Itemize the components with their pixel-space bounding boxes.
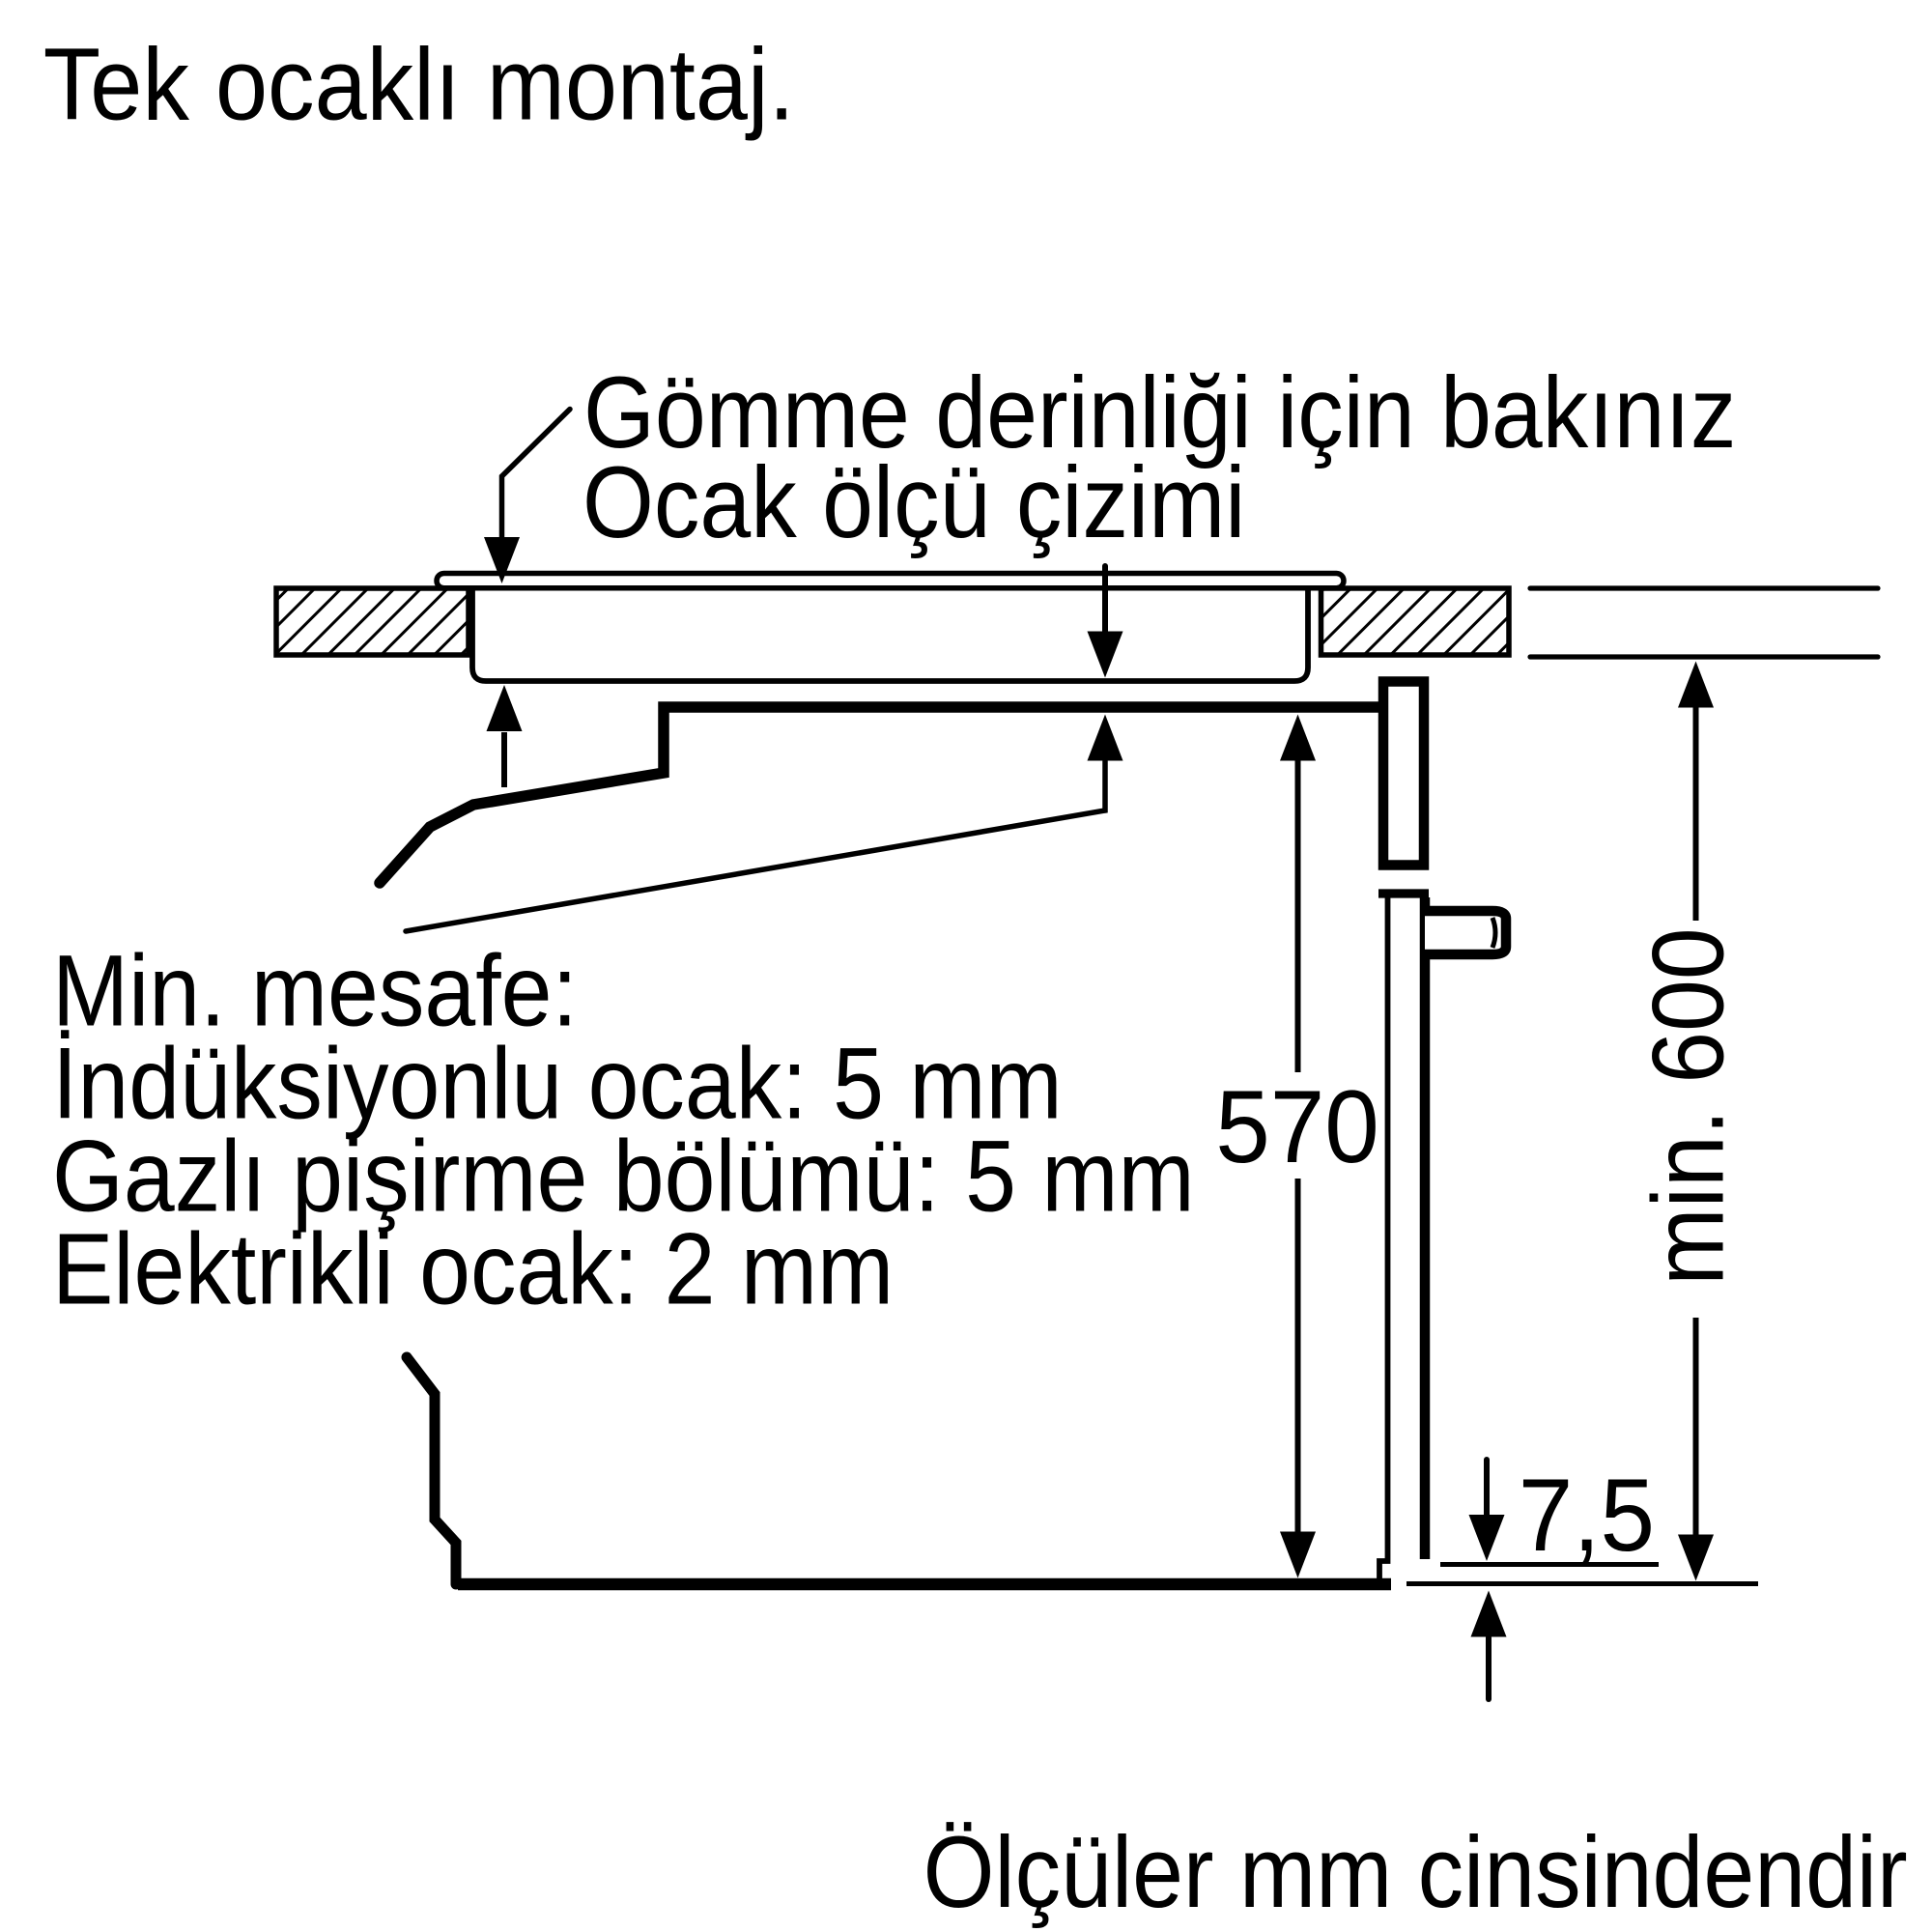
- svg-text:min. 600: min. 600: [1633, 927, 1746, 1285]
- svg-text:İndüksiyonlu ocak: 5 mm: İndüksiyonlu ocak: 5 mm: [52, 1027, 1063, 1140]
- svg-text:Ocak ölçü çizimi: Ocak ölçü çizimi: [582, 446, 1245, 559]
- svg-text:570: 570: [1215, 1070, 1379, 1185]
- svg-text:Elektrikli ocak: 2 mm: Elektrikli ocak: 2 mm: [52, 1212, 894, 1325]
- svg-text:Gazlı pişirme bölümü: 5 mm: Gazlı pişirme bölümü: 5 mm: [52, 1120, 1195, 1233]
- svg-text:7,5: 7,5: [1519, 1459, 1655, 1574]
- svg-text:Gömme derinliği için bakınız: Gömme derinliği için bakınız: [583, 356, 1736, 469]
- svg-text:Min. mesafe:: Min. mesafe:: [52, 934, 578, 1047]
- svg-text:Ölçüler mm cinsindendir: Ölçüler mm cinsindendir: [923, 1816, 1908, 1929]
- svg-text:Tek ocaklı montaj.: Tek ocaklı montaj.: [43, 27, 795, 142]
